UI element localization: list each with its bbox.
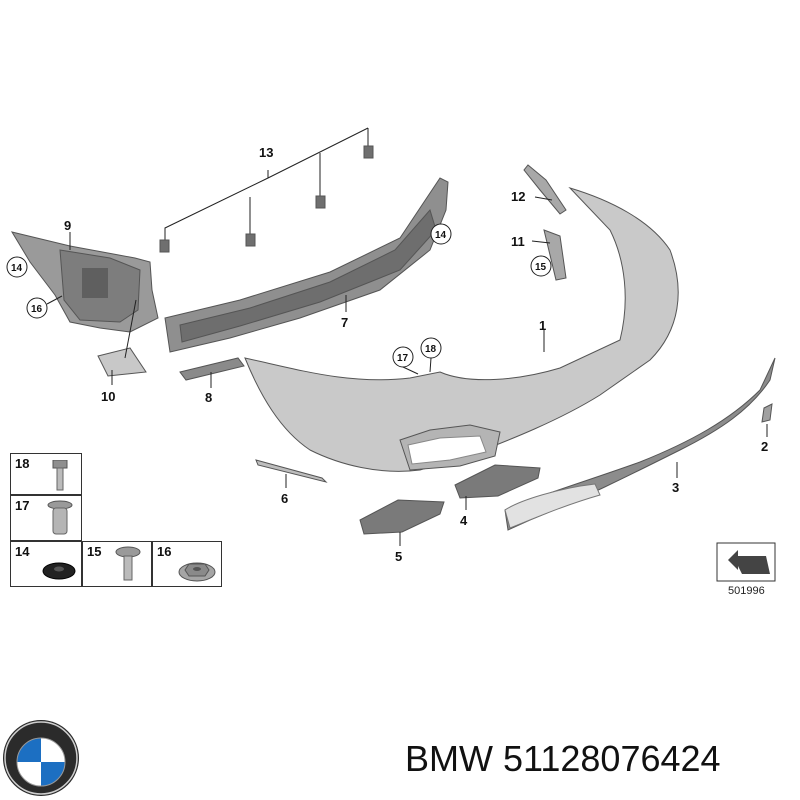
part-label-12: 12 [511, 189, 525, 204]
part-7-bumper-carrier [164, 177, 449, 353]
part-2-clip [761, 403, 773, 437]
part-label-13: 13 [259, 145, 273, 160]
part-label-4: 4 [460, 513, 468, 528]
part-label-11: 11 [511, 234, 525, 249]
bmw-logo [3, 720, 79, 796]
fastener-14-label: 14 [15, 544, 30, 559]
part-label-7: 7 [341, 315, 348, 330]
part-label-10: 10 [101, 389, 115, 404]
fastener-18-label: 18 [15, 456, 30, 471]
callout-17: 17 [392, 346, 419, 375]
part-label-9: 9 [64, 218, 71, 233]
fastener-15-cell: 15 [82, 541, 152, 587]
fastener-17-cell: 17 [10, 495, 82, 541]
svg-text:18: 18 [425, 344, 437, 355]
fastener-18-cell: 18 [10, 453, 82, 495]
fastener-15-label: 15 [87, 544, 102, 559]
callout-14-right: 14 [430, 223, 452, 245]
part-10-cover [97, 299, 147, 385]
part-8-bracket [179, 357, 245, 388]
part-label-1: 1 [539, 318, 546, 333]
part-label-3: 3 [672, 480, 679, 495]
part-5-exhaust-trim [359, 499, 445, 546]
part-13-clips [159, 127, 374, 253]
grommet-icon [42, 562, 76, 580]
screw-icon [115, 546, 141, 581]
svg-text:15: 15 [535, 262, 547, 273]
rivet-icon [47, 500, 73, 535]
footer-part-number: BMW 51128076424 [405, 738, 721, 779]
callout-16: 16 [26, 295, 63, 319]
callout-15: 15 [530, 255, 552, 277]
part-label-2: 2 [761, 439, 768, 454]
fastener-14-cell: 14 [10, 541, 82, 587]
part-3-diffuser [504, 357, 776, 531]
part-label-8: 8 [205, 390, 212, 405]
fastener-16-cell: 16 [152, 541, 222, 587]
svg-text:16: 16 [31, 304, 43, 315]
svg-text:14: 14 [11, 263, 23, 274]
fastener-17-label: 17 [15, 498, 30, 513]
part-4-exhaust-trim [454, 464, 541, 510]
part-1-rear-bumper [244, 186, 679, 472]
part-12-bracket [523, 164, 567, 215]
part-11-bracket [531, 229, 567, 281]
screw-icon [52, 460, 68, 491]
fastener-16-label: 16 [157, 544, 172, 559]
orientation-arrow-box [716, 542, 776, 582]
svg-text:14: 14 [435, 230, 447, 241]
diagram-id: 501996 [728, 585, 765, 597]
callout-18: 18 [420, 337, 442, 373]
svg-text:17: 17 [397, 353, 409, 364]
part-label-5: 5 [395, 549, 402, 564]
part-9-side-bracket [10, 231, 159, 333]
callout-14-left: 14 [6, 256, 28, 278]
part-6-trim-strip [255, 459, 328, 488]
nut-icon [178, 562, 216, 582]
part-label-6: 6 [281, 491, 288, 506]
